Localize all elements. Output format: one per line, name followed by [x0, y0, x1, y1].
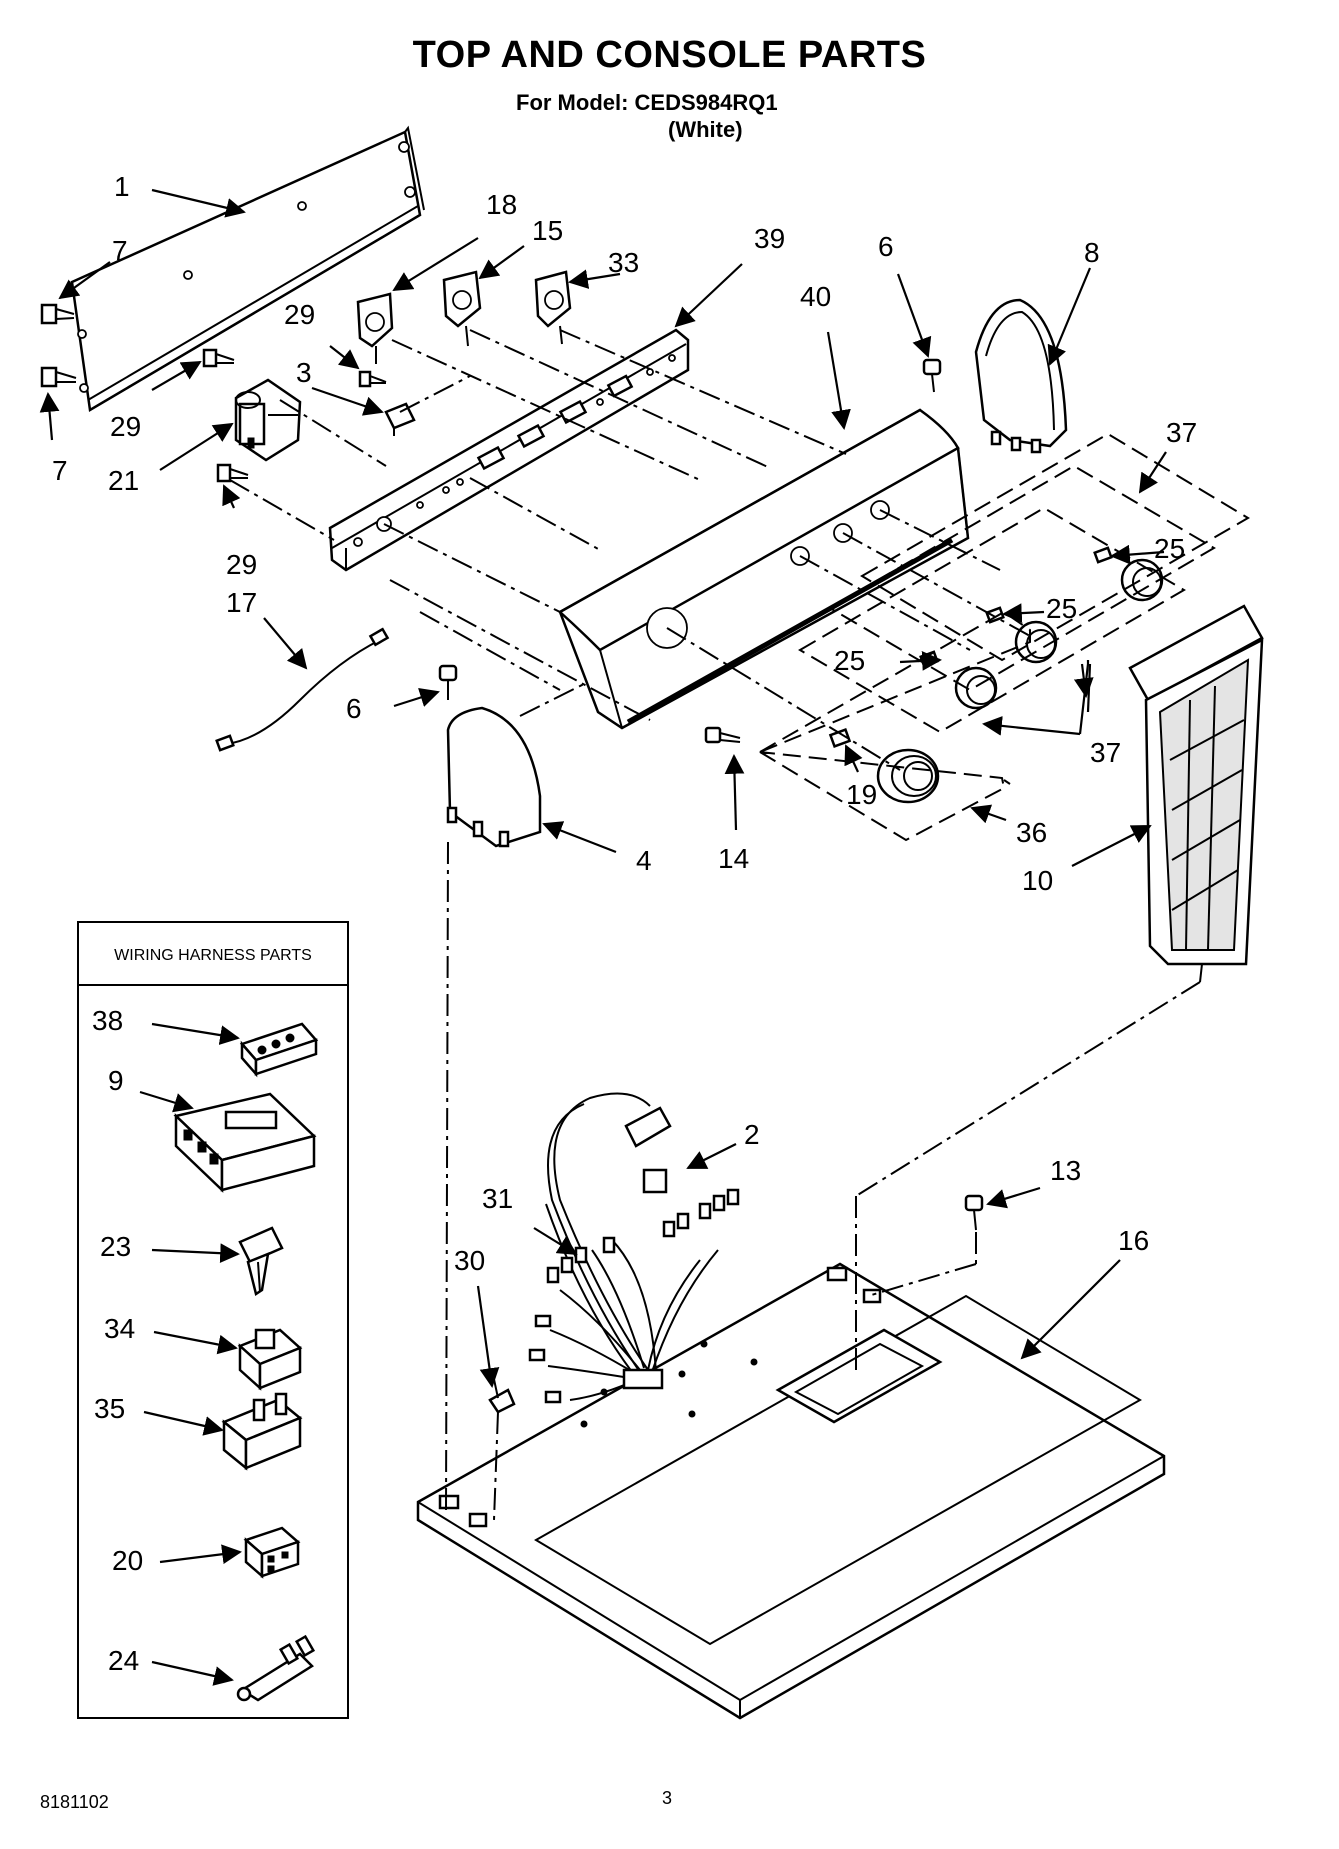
- callout-13: 13: [1050, 1155, 1081, 1186]
- part-8-end-cap-right: [974, 298, 1068, 454]
- callout-15: 15: [532, 215, 563, 246]
- part-13-screw: [964, 1194, 984, 1231]
- callout-19: 19: [846, 779, 877, 810]
- callout-40: 40: [800, 281, 831, 312]
- callout-3: 3: [296, 357, 312, 388]
- part-37-knob-upper: [1120, 558, 1164, 602]
- page-number: 3: [662, 1788, 673, 1808]
- part-18-switch: [356, 292, 394, 364]
- callout-16: 16: [1118, 1225, 1149, 1256]
- part-10-lint-screen: [1128, 604, 1264, 966]
- callout-34: 34: [104, 1313, 135, 1344]
- callout-20: 20: [112, 1545, 143, 1576]
- wiring-box-title: WIRING HARNESS PARTS: [114, 947, 312, 964]
- document-number: 8181102: [40, 1792, 109, 1812]
- model-line: For Model: CEDS984RQ1: [516, 90, 778, 115]
- part-35-connector: [221, 1392, 303, 1471]
- callout-6-upper: 6: [878, 231, 894, 262]
- part-9-connector-block: [173, 1092, 317, 1193]
- callout-9: 9: [108, 1065, 124, 1096]
- part-7-screw-upper: [40, 303, 75, 325]
- callout-25-a: 25: [1154, 533, 1185, 564]
- wiring-harness-parts-box: WIRING HARNESS PARTS: [77, 921, 349, 1719]
- part-16-top-panel: [416, 1262, 1166, 1720]
- callout-10: 10: [1022, 865, 1053, 896]
- callout-33: 33: [608, 247, 639, 278]
- part-39-control-bracket: [328, 328, 690, 572]
- leader-lines: [39, 188, 1167, 1686]
- part-37-knob-lower: [954, 666, 998, 710]
- part-1-back-panel: [70, 125, 425, 413]
- callout-38: 38: [92, 1005, 123, 1036]
- part-20-connector: [243, 1526, 301, 1579]
- callout-25-b: 25: [1046, 593, 1077, 624]
- part-4-end-cap-left: [446, 706, 542, 848]
- callout-4: 4: [636, 845, 652, 876]
- part-29-screw-a: [202, 348, 235, 368]
- callout-37-upper: 37: [1166, 417, 1197, 448]
- callout-8: 8: [1084, 237, 1100, 268]
- part-7-screw-lower: [40, 366, 77, 388]
- callout-25-c: 25: [834, 645, 865, 676]
- page-title: TOP AND CONSOLE PARTS: [412, 34, 927, 76]
- part-21-switch: [234, 378, 302, 462]
- callout-29-lower: 29: [226, 549, 257, 580]
- callout-1: 1: [114, 171, 130, 202]
- part-6-screw-upper: [922, 358, 942, 393]
- part-14-screw: [704, 726, 741, 744]
- part-37-knob-middle: [1014, 620, 1058, 664]
- part-31-wiring-harness: [528, 1092, 740, 1404]
- callout-30: 30: [454, 1245, 485, 1276]
- callout-14: 14: [718, 843, 749, 874]
- callout-37-lower: 37: [1090, 737, 1121, 768]
- part-3-clip: [384, 402, 416, 436]
- callout-35: 35: [94, 1393, 125, 1424]
- callout-2: 2: [744, 1119, 760, 1150]
- part-6-screw-lower: [438, 664, 458, 700]
- part-40-console: [557, 408, 970, 730]
- callout-numbers: 1 7 7 29 29 29 3 21 17 18 15 33 39 40 6 …: [52, 171, 1197, 1676]
- callout-36: 36: [1016, 817, 1047, 848]
- part-30-clip: [488, 1369, 516, 1414]
- part-23-clip: [238, 1226, 284, 1297]
- callout-7-top: 7: [112, 235, 128, 266]
- color-line: (White): [668, 117, 743, 142]
- part-15-switch: [442, 270, 482, 347]
- callout-31: 31: [482, 1183, 513, 1214]
- callout-7-bottom: 7: [52, 455, 68, 486]
- part-29-screw-b: [358, 370, 387, 388]
- callout-29-upper: 29: [284, 299, 315, 330]
- callout-29-left: 29: [110, 411, 141, 442]
- callout-24: 24: [108, 1645, 139, 1676]
- callout-18: 18: [486, 189, 517, 220]
- alignment-lines: [229, 329, 1203, 1521]
- callout-23: 23: [100, 1231, 131, 1262]
- callout-6-lower: 6: [346, 693, 362, 724]
- callout-17: 17: [226, 587, 257, 618]
- part-25-clip-a: [1093, 546, 1113, 564]
- part-17-wire: [215, 627, 390, 752]
- part-36-timer-knob: [876, 748, 940, 804]
- part-38-connector: [239, 1022, 319, 1078]
- part-33-switch: [534, 270, 572, 345]
- callout-39: 39: [754, 223, 785, 254]
- part-24-terminal: [236, 1634, 316, 1702]
- part-29-screw-c: [216, 463, 249, 483]
- callout-21: 21: [108, 465, 139, 496]
- part-34-connector: [237, 1328, 303, 1391]
